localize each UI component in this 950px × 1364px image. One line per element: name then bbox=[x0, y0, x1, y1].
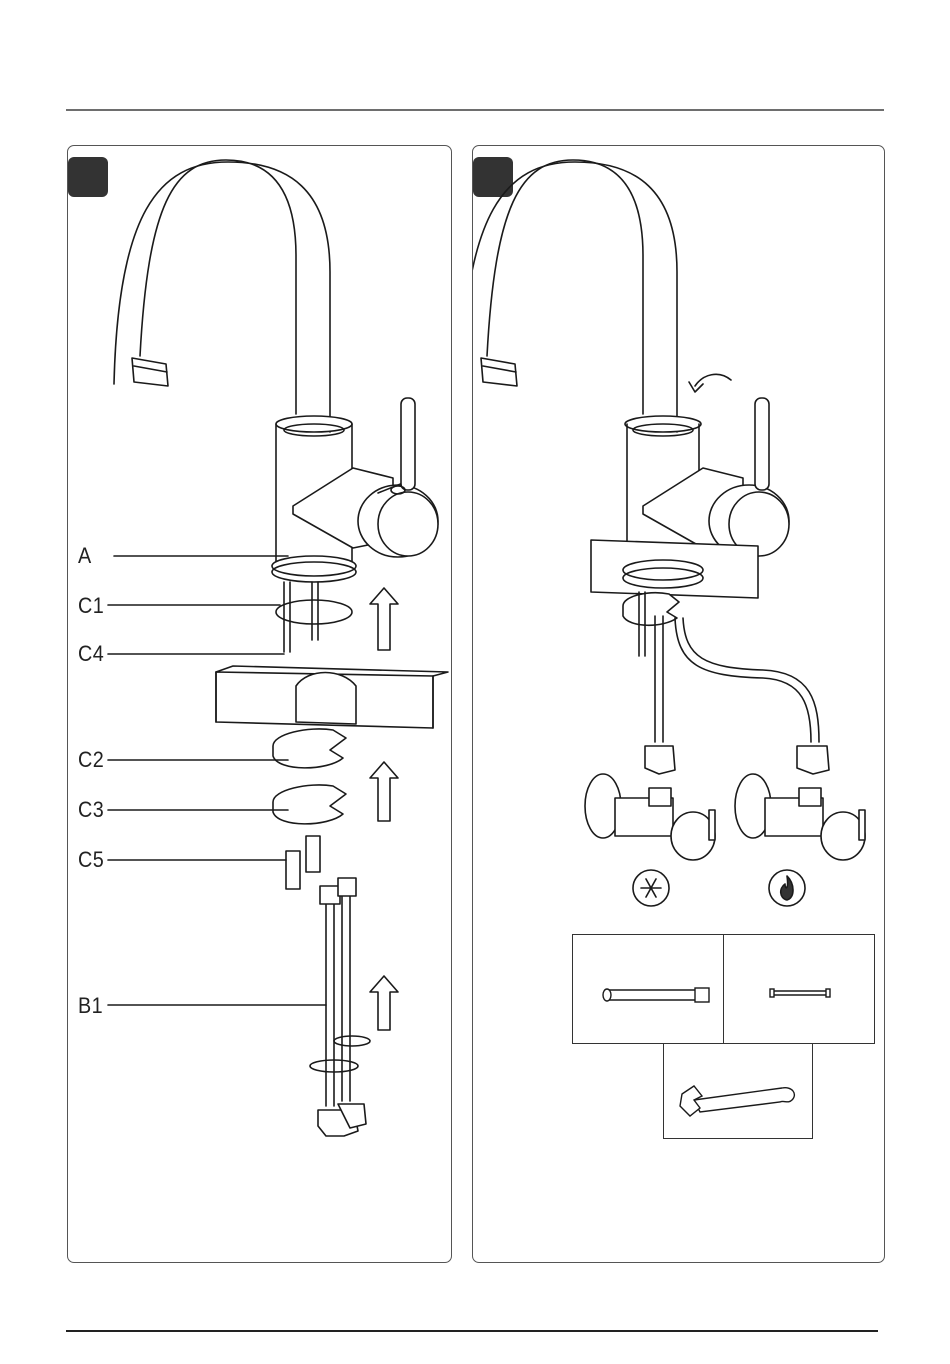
snowflake-icon bbox=[633, 870, 669, 906]
part-label-C1: C1 bbox=[78, 593, 104, 619]
up-arrow-3 bbox=[370, 976, 398, 1030]
part-label-C5: C5 bbox=[78, 847, 104, 873]
tool-box-wrench bbox=[663, 1043, 813, 1139]
step-1-panel: A C1 C4 C2 C3 C5 B1 bbox=[67, 145, 452, 1263]
curved-hose bbox=[675, 618, 811, 742]
rotation-arrow bbox=[695, 374, 731, 386]
o-ring-drawing bbox=[276, 600, 352, 624]
step-2-panel bbox=[472, 145, 885, 1263]
part-label-A: A bbox=[78, 543, 92, 569]
nut-right bbox=[306, 836, 320, 872]
long-socket-tool-icon bbox=[573, 935, 723, 1043]
footer-rule bbox=[66, 1330, 878, 1332]
tool-box-socket bbox=[572, 934, 724, 1044]
part-label-C4: C4 bbox=[78, 641, 104, 667]
flame-icon bbox=[769, 870, 805, 906]
up-arrow-1 bbox=[370, 588, 398, 650]
rubber-washer-drawing bbox=[273, 729, 346, 768]
adjustable-wrench-icon bbox=[664, 1044, 812, 1138]
part-label-C2: C2 bbox=[78, 747, 104, 773]
rod-icon bbox=[724, 935, 874, 1043]
spout-inner bbox=[114, 162, 330, 432]
up-arrow-2 bbox=[370, 762, 398, 821]
step-1-illustration bbox=[68, 146, 453, 1264]
header-rule bbox=[66, 109, 884, 111]
part-label-C3: C3 bbox=[78, 797, 104, 823]
nut-left bbox=[286, 851, 300, 889]
base-flange bbox=[272, 556, 356, 576]
metal-washer-drawing bbox=[273, 785, 346, 824]
tool-box-rod bbox=[723, 934, 875, 1044]
part-label-B1: B1 bbox=[78, 993, 103, 1019]
lever-stick bbox=[401, 398, 415, 490]
